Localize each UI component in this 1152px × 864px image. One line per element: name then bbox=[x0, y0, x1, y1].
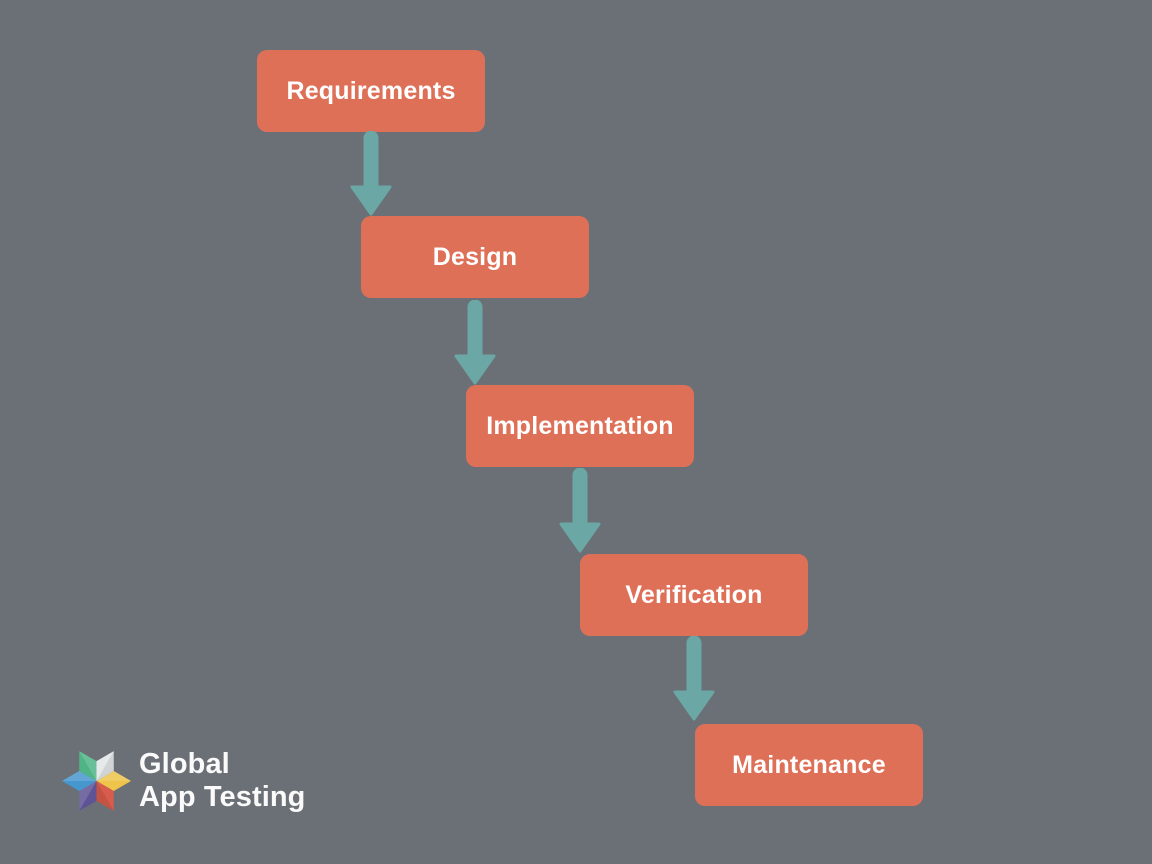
logo-wordmark-line2: App Testing bbox=[139, 780, 306, 813]
stage-box-design: Design bbox=[361, 216, 589, 298]
arrow-requirements-to-design-icon bbox=[349, 131, 393, 216]
logo-wordmark-line1: Global bbox=[139, 747, 230, 780]
stage-label-maintenance: Maintenance bbox=[732, 750, 886, 779]
stage-label-requirements: Requirements bbox=[286, 76, 456, 105]
arrow-verification-to-maintenance-icon bbox=[672, 636, 716, 721]
stage-label-verification: Verification bbox=[625, 580, 763, 609]
stage-box-maintenance: Maintenance bbox=[695, 724, 923, 806]
stage-label-implementation: Implementation bbox=[486, 411, 674, 440]
stage-label-design: Design bbox=[432, 242, 518, 271]
stage-box-requirements: Requirements bbox=[257, 50, 485, 132]
arrow-design-to-implementation-icon bbox=[453, 300, 497, 385]
global-app-testing-logo: Global App Testing bbox=[61, 746, 306, 815]
hexagon-cube-icon bbox=[61, 750, 132, 811]
arrow-implementation-to-verification-icon bbox=[558, 468, 602, 553]
stage-box-verification: Verification bbox=[580, 554, 808, 636]
logo-wordmark: Global App Testing bbox=[139, 748, 306, 814]
stage-box-implementation: Implementation bbox=[466, 385, 694, 467]
